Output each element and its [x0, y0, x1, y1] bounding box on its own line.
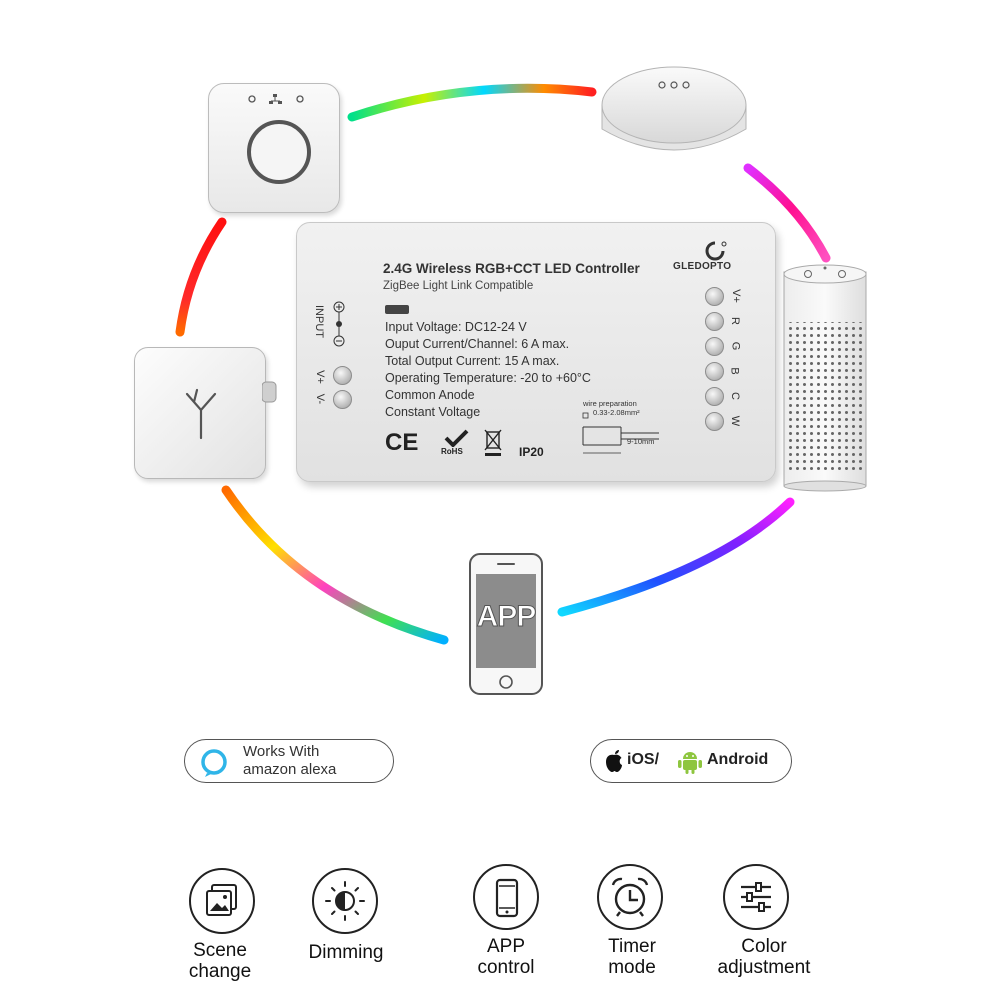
dc-polarity-icon: [333, 301, 345, 347]
wire-gauge: 0.33-2.08mm²: [593, 408, 640, 417]
smart-speaker-dot: [601, 66, 747, 151]
controller-led-window: [385, 305, 409, 314]
arc-top: [347, 83, 597, 122]
smart-plug-device: [134, 347, 266, 479]
gledopto-logo-icon: [705, 241, 727, 261]
spec-line: Ouput Current/Channel: 6 A max.: [385, 337, 570, 351]
smart-speaker-echo: [783, 264, 867, 492]
output-terminal-label: G: [729, 341, 742, 351]
arc-bottom-right: [557, 497, 795, 617]
plug-logo-icon: [185, 388, 217, 440]
controller-specs: Input Voltage: DC12-24 V Ouput Current/C…: [385, 319, 591, 421]
alexa-line2: amazon alexa: [243, 761, 337, 778]
feature-app-control: [473, 864, 539, 930]
ce-mark: CE: [385, 429, 419, 456]
feature-app-control-label: APP control: [477, 936, 535, 978]
alarm-clock-icon: [611, 877, 649, 917]
led-controller: 2.4G Wireless RGB+CCT LED Controller Zig…: [296, 222, 776, 482]
spec-line: Common Anode: [385, 388, 475, 402]
android-label: Android: [707, 751, 769, 768]
apple-logo-icon: [606, 750, 622, 772]
output-terminal-label: R: [728, 317, 741, 325]
feature-scene-change: [189, 868, 255, 934]
feature-color-adjustment: [723, 864, 789, 930]
arc-bottom-left: [221, 485, 449, 645]
output-terminal-label: V+: [729, 289, 742, 303]
feature-color-adjustment-label: Color adjustment: [717, 936, 811, 978]
feature-label: Scene change: [160, 940, 280, 982]
hub-status-icons: [248, 94, 304, 104]
input-terminal-screw: [333, 366, 352, 385]
controller-subtitle: ZigBee Light Link Compatible: [383, 280, 534, 292]
feature-label: APP control: [446, 936, 566, 978]
feature-label: Timer mode: [572, 936, 692, 978]
input-terminal-label: V-: [314, 393, 327, 405]
controller-brand: GLEDOPTO: [673, 261, 732, 272]
os-badge: iOS/ Android: [590, 739, 792, 783]
rohs-label: RoHS: [441, 447, 463, 456]
ip-rating: IP20: [519, 445, 544, 459]
wire-prep-title: wire preparation: [583, 399, 637, 408]
output-terminal-screw: [705, 312, 724, 331]
feature-timer-mode-label: Timer mode: [608, 936, 656, 978]
sliders-icon: [741, 882, 771, 912]
feature-label: Color adjustment: [694, 936, 834, 978]
feature-scene-change-label: Scene change: [188, 940, 252, 982]
input-terminal-label: V+: [313, 370, 326, 384]
output-terminal-screw: [705, 387, 724, 406]
rohs-check-icon: [444, 429, 469, 447]
smartphone-device: [469, 553, 543, 695]
output-terminal-screw: [705, 337, 724, 356]
phone-icon: [495, 878, 519, 918]
arc-right-top: [743, 163, 831, 263]
output-terminal-screw: [705, 362, 724, 381]
hub-link-button: [247, 120, 311, 184]
spec-line: Operating Temperature: -20 to +60°C: [385, 371, 591, 385]
input-label: INPUT: [313, 305, 325, 338]
app-screen-label: APP: [476, 600, 537, 634]
alexa-line1: Works With: [243, 743, 320, 760]
dimming-icon: [325, 881, 365, 921]
spec-line: Total Output Current: 15 A max.: [385, 354, 560, 368]
arc-left: [175, 217, 227, 337]
spec-line: Constant Voltage: [385, 405, 481, 419]
scene-change-icon: [206, 884, 237, 916]
hub-device: [208, 83, 340, 213]
feature-timer-mode: [597, 864, 663, 930]
spec-line: Input Voltage: DC12-24 V: [385, 320, 527, 334]
output-terminal-screw: [705, 412, 724, 431]
output-terminal-label: B: [728, 367, 741, 375]
wire-strip-diagram-icon: [582, 412, 659, 454]
feature-dimming-label: Dimming: [308, 942, 384, 963]
android-logo-icon: [678, 752, 702, 774]
feature-dimming: [312, 868, 378, 934]
output-terminal-screw: [705, 287, 724, 306]
output-terminal-label: W: [729, 415, 742, 427]
alexa-ring-icon: [201, 749, 227, 777]
weee-bin-icon: [484, 429, 502, 456]
output-terminal-label: C: [728, 392, 741, 400]
alexa-badge: Works With amazon alexa: [184, 739, 394, 783]
controller-title: 2.4G Wireless RGB+CCT LED Controller: [383, 261, 640, 276]
input-terminal-screw: [333, 390, 352, 409]
wire-strip-length: 9-10mm: [627, 437, 655, 446]
plug-prong-icon: [262, 381, 277, 403]
ios-label: iOS/: [627, 751, 660, 768]
